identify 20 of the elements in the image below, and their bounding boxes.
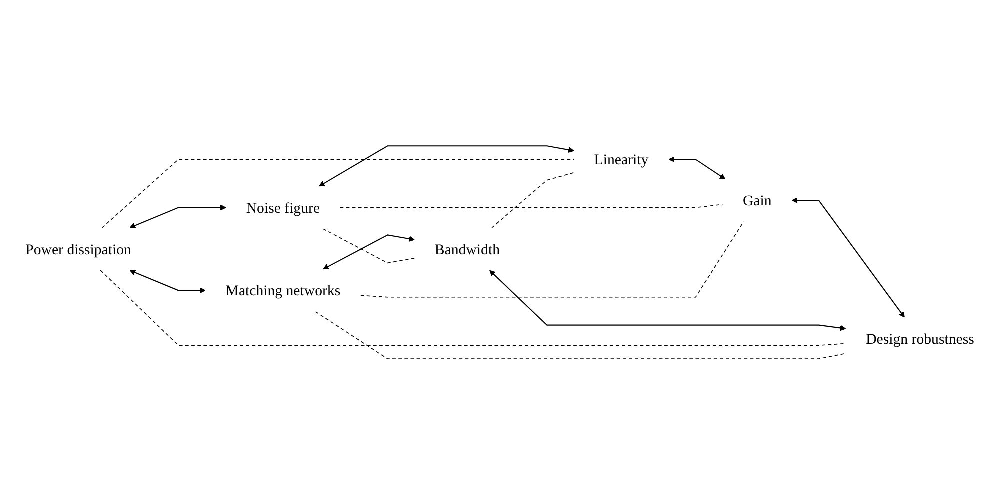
node-text: Noise figure — [246, 200, 320, 216]
node-text: Gain — [742, 192, 772, 210]
node-text: Design robustness — [866, 330, 974, 348]
node-text: Power dissipation — [26, 241, 132, 258]
connector — [102, 160, 574, 229]
connector — [360, 222, 744, 298]
node-text: Bandwidth — [434, 241, 500, 258]
arrow — [792, 198, 905, 318]
arrow — [668, 156, 726, 180]
node-text: Matching networks — [226, 282, 341, 300]
connector — [492, 172, 574, 229]
connector — [100, 270, 846, 346]
connector — [315, 312, 846, 360]
arrow — [490, 270, 846, 332]
arrow — [323, 234, 415, 270]
arrow — [130, 270, 206, 294]
node-text: Linearity — [594, 151, 649, 168]
arrow — [319, 146, 574, 187]
connector — [322, 228, 416, 264]
arrow — [130, 205, 226, 229]
